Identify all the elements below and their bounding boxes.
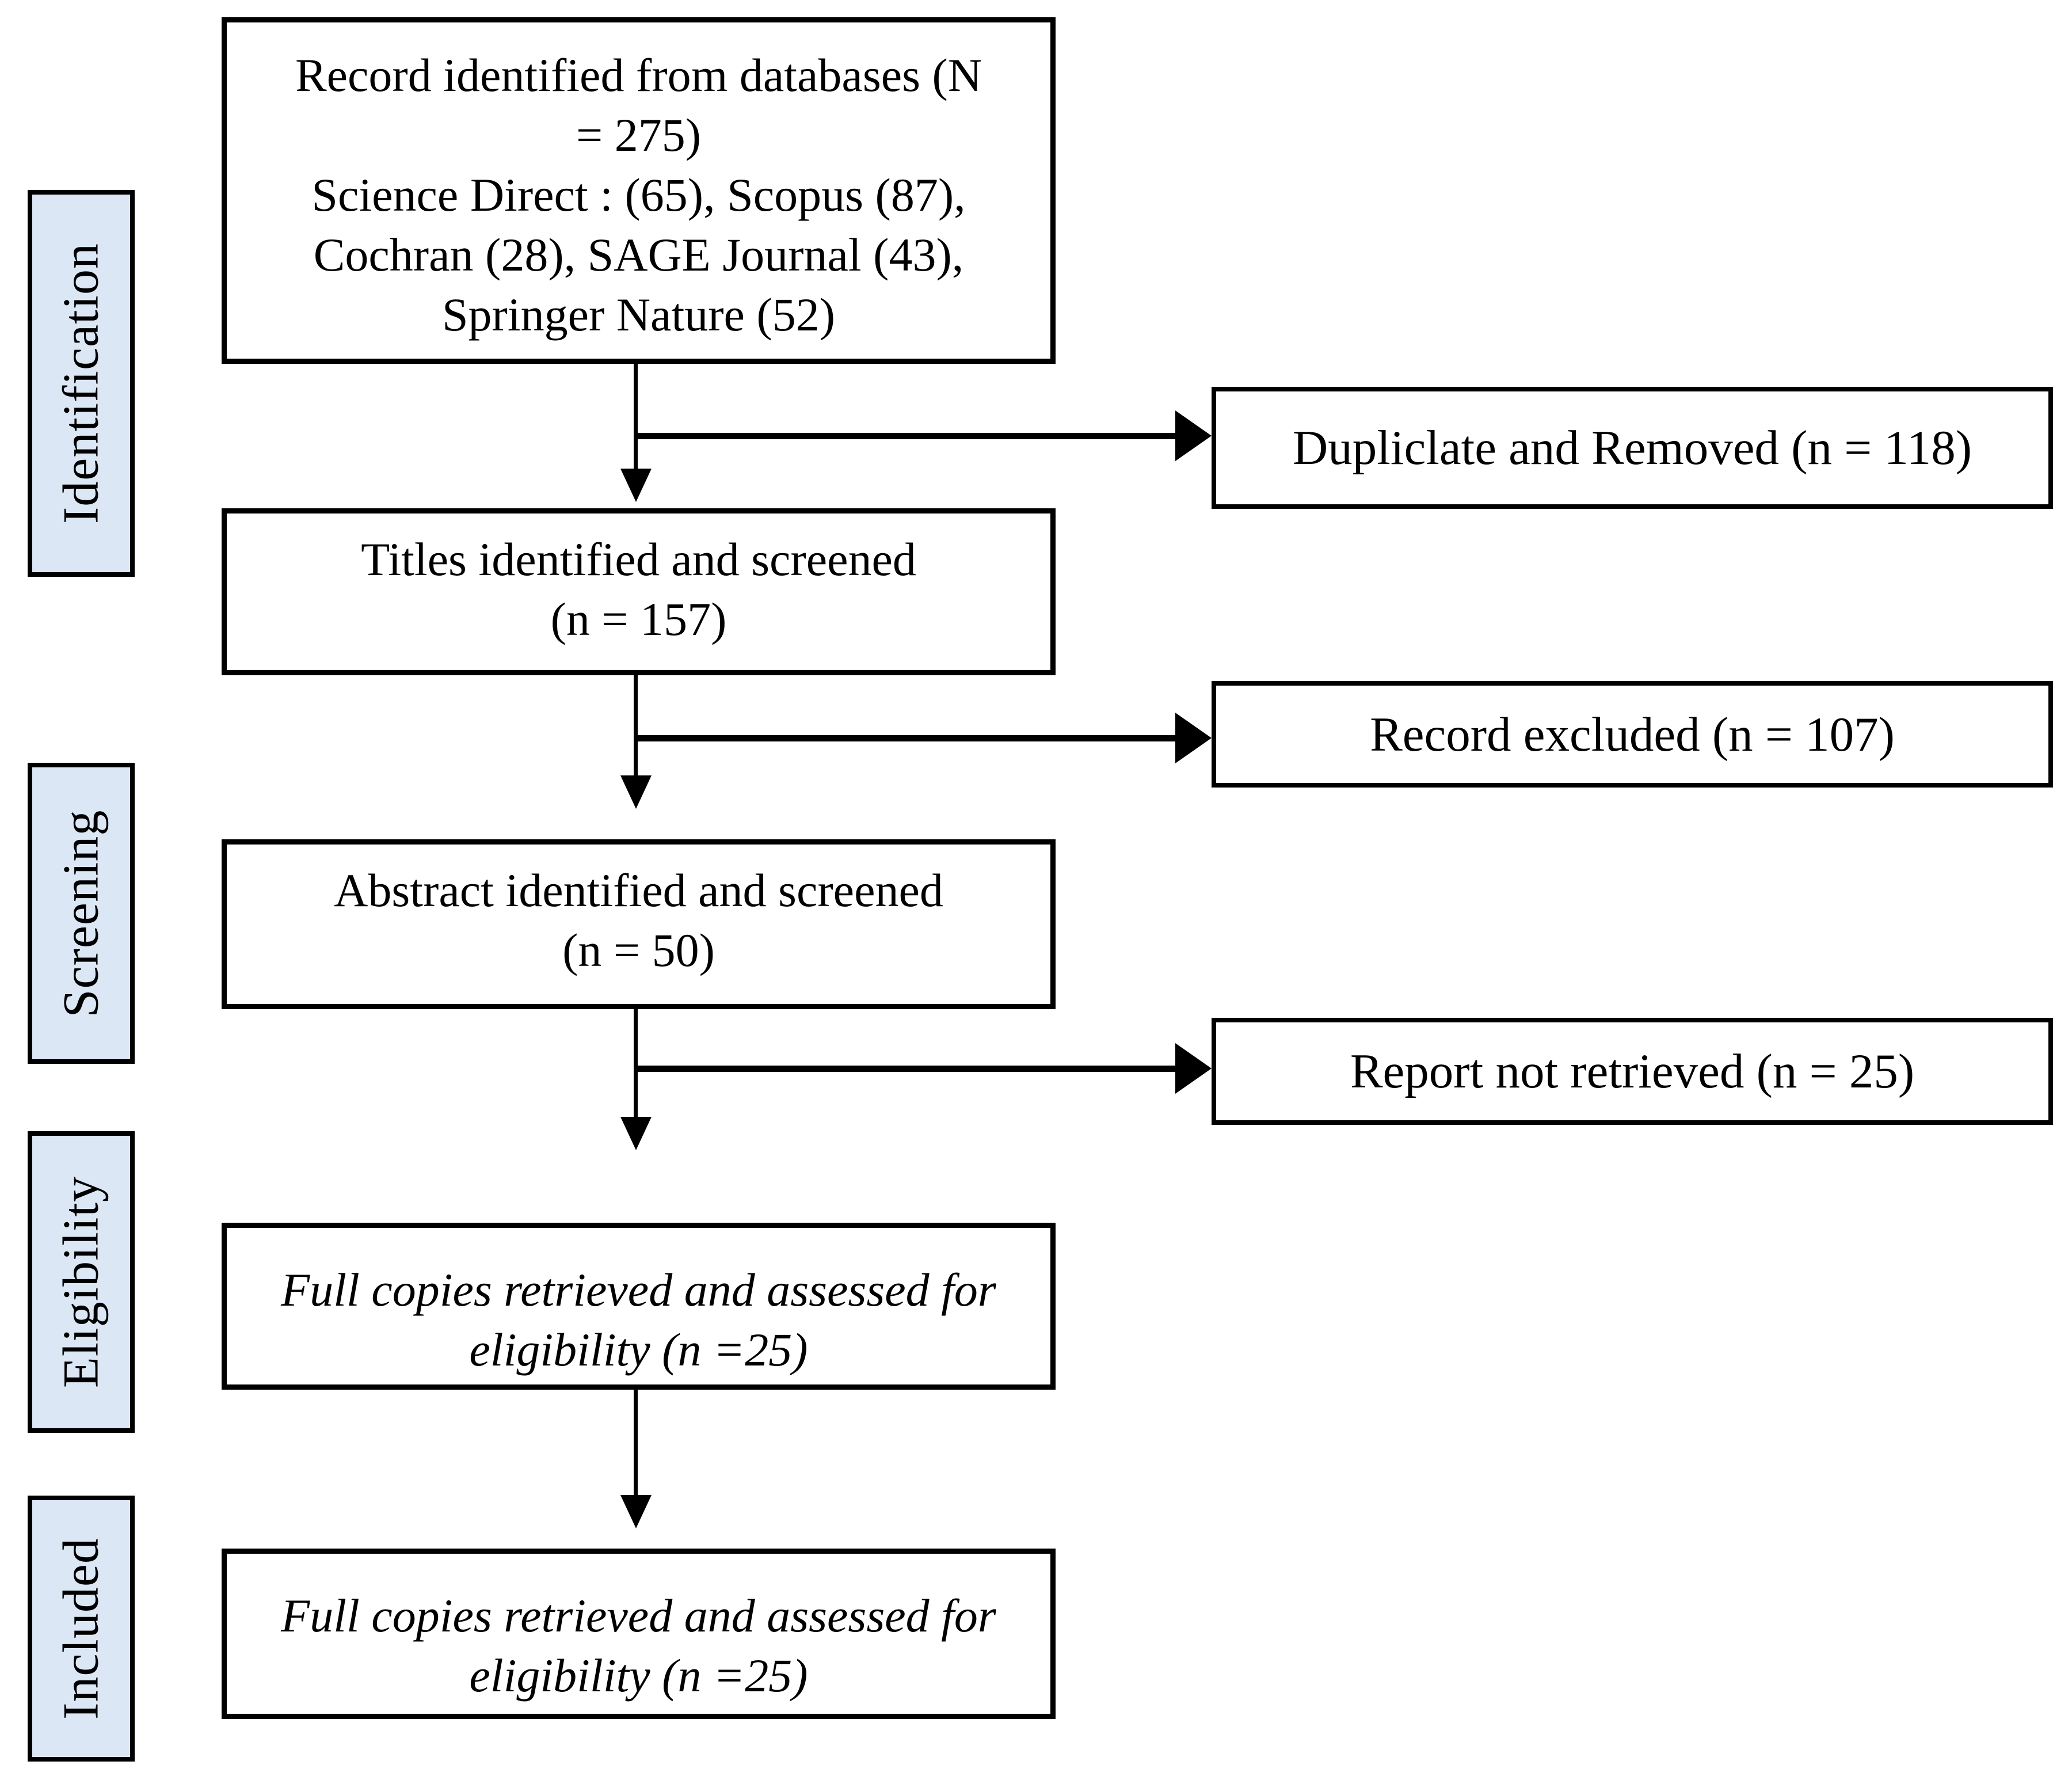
arrowhead-down-records-to-titles bbox=[620, 469, 652, 502]
stage-box-identification: Identification bbox=[28, 190, 135, 577]
flow-box-abstracts-screened: Abstract identified and screened (n = 50… bbox=[222, 839, 1056, 1009]
abstracts-line-1: Abstract identified and screened bbox=[334, 864, 943, 916]
exclusion-box-duplicates-removed: Dupliclate and Removed (n = 118) bbox=[1212, 387, 2053, 509]
connector-stem-records-to-titles bbox=[634, 364, 638, 469]
arrowhead-right-to-reports-not-retrieved bbox=[1175, 1043, 1212, 1094]
stage-label-screening: Screening bbox=[53, 809, 109, 1017]
records-line-1: Record identified from databases (N bbox=[295, 49, 982, 101]
stage-label-identification: Identification bbox=[53, 242, 109, 524]
arrowhead-down-eligibility-to-included bbox=[620, 1495, 652, 1528]
records-line-5: Springer Nature (52) bbox=[441, 288, 836, 341]
records-line-3: Science Direct : (65), Scopus (87), bbox=[311, 169, 966, 221]
included-line-2: eligibility (n =25) bbox=[469, 1649, 808, 1702]
abstracts-line-2: (n = 50) bbox=[562, 924, 715, 976]
connector-stem-eligibility-to-included bbox=[634, 1389, 638, 1495]
included-line-1: Full copies retrieved and assessed for bbox=[281, 1589, 996, 1642]
flow-box-full-copies-included: Full copies retrieved and assessed for e… bbox=[222, 1549, 1056, 1719]
duplicates-removed-label: Dupliclate and Removed (n = 118) bbox=[1292, 421, 1972, 475]
connector-stem-abstracts-to-fullcopies bbox=[634, 1007, 638, 1117]
eligibility-line-1: Full copies retrieved and assessed for bbox=[281, 1264, 996, 1316]
arrowhead-right-to-duplicates bbox=[1175, 410, 1212, 461]
flow-box-titles-screened: Titles identified and screened (n = 157) bbox=[222, 508, 1056, 675]
connector-stem-titles-to-abstracts bbox=[634, 674, 638, 775]
flow-box-full-copies-eligibility: Full copies retrieved and assessed for e… bbox=[222, 1223, 1056, 1390]
flow-box-records-identified: Record identified from databases (N = 27… bbox=[222, 17, 1056, 364]
connector-branch-to-duplicates bbox=[634, 433, 1175, 439]
eligibility-line-2: eligibility (n =25) bbox=[469, 1323, 808, 1376]
records-excluded-label: Record excluded (n = 107) bbox=[1370, 707, 1895, 762]
stage-label-included: Included bbox=[53, 1538, 109, 1720]
connector-branch-to-reports-not-retrieved bbox=[634, 1066, 1175, 1072]
titles-line-2: (n = 157) bbox=[550, 593, 727, 645]
stage-box-included: Included bbox=[28, 1496, 135, 1762]
exclusion-box-reports-not-retrieved: Report not retrieved (n = 25) bbox=[1212, 1018, 2053, 1125]
stage-box-eligibility: Eligibility bbox=[28, 1131, 135, 1433]
reports-not-retrieved-label: Report not retrieved (n = 25) bbox=[1350, 1044, 1915, 1098]
exclusion-box-records-excluded: Record excluded (n = 107) bbox=[1212, 681, 2053, 788]
arrowhead-down-titles-to-abstracts bbox=[620, 775, 652, 809]
stage-label-eligibility: Eligibility bbox=[53, 1176, 109, 1388]
records-line-2: = 275) bbox=[576, 109, 702, 161]
arrowhead-down-abstracts-to-fullcopies bbox=[620, 1117, 652, 1150]
titles-line-1: Titles identified and screened bbox=[361, 533, 916, 585]
arrowhead-right-to-records-excluded bbox=[1175, 713, 1212, 763]
records-line-4: Cochran (28), SAGE Journal (43), bbox=[313, 229, 964, 281]
connector-branch-to-records-excluded bbox=[634, 735, 1175, 741]
stage-box-screening: Screening bbox=[28, 763, 135, 1064]
